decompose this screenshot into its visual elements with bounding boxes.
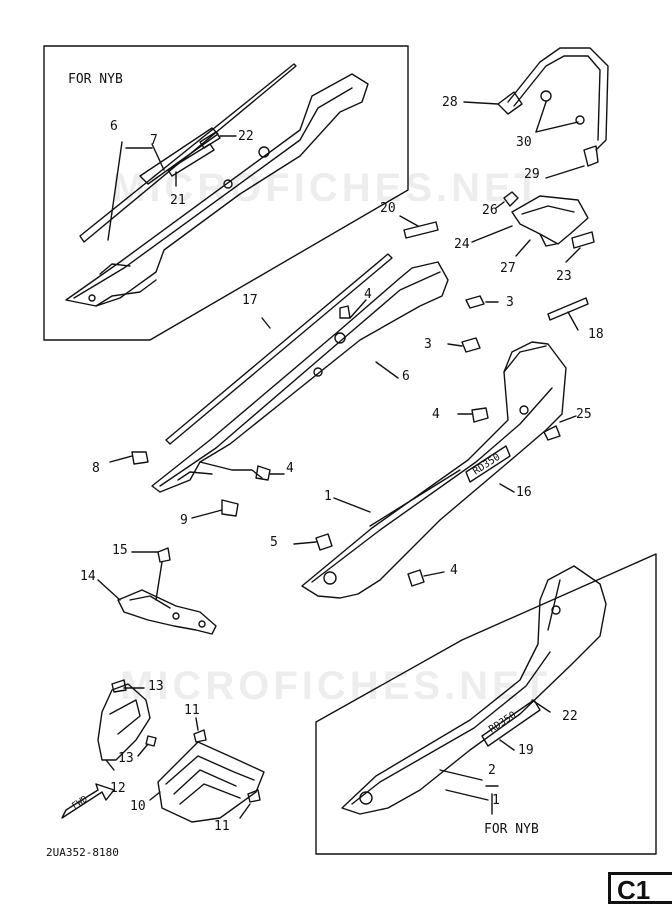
bracket-14 — [117, 589, 217, 635]
stripe-17 — [165, 253, 393, 445]
inset-bottom-title: FOR NYB — [484, 822, 539, 837]
callout-inset-2: 2 — [488, 763, 496, 778]
inset-top-side-cover — [65, 73, 369, 307]
callout-24: 24 — [454, 237, 470, 252]
inset-box-top — [43, 45, 409, 341]
grab-rail — [497, 47, 609, 167]
inset-top-title: FOR NYB — [68, 72, 123, 87]
callout-4a: 4 — [364, 287, 372, 302]
bolt-23 — [571, 231, 595, 249]
callout-inset-6: 6 — [110, 119, 118, 134]
leader-inset-7 — [151, 143, 165, 171]
callout-8: 8 — [92, 461, 100, 476]
callout-12: 12 — [110, 781, 126, 796]
callout-13b: 13 — [118, 751, 134, 766]
tail-piece — [511, 195, 589, 247]
callout-20: 20 — [380, 201, 396, 216]
callout-27: 27 — [500, 261, 516, 276]
leader-inset-6 — [107, 141, 123, 241]
callout-14: 14 — [80, 569, 96, 584]
stripe-6-inset — [79, 63, 297, 243]
cover-10 — [157, 741, 265, 823]
callout-19: 19 — [518, 743, 534, 758]
inset-box-bottom — [315, 553, 657, 855]
callout-28: 28 — [442, 95, 458, 110]
callout-29: 29 — [524, 167, 540, 182]
watermark-bottom: MICROFICHES.NET — [120, 664, 552, 708]
callout-inset-7: 7 — [150, 133, 158, 148]
callout-4b: 4 — [432, 407, 440, 422]
callout-26: 26 — [482, 203, 498, 218]
callout-30: 30 — [516, 135, 532, 150]
callout-1: 1 — [324, 489, 332, 504]
callout-9: 9 — [180, 513, 188, 528]
callout-inset-1: 1 — [492, 793, 500, 808]
drawing-number: 2UA352-8180 — [46, 846, 119, 859]
callout-3b: 3 — [424, 337, 432, 352]
cover-12 — [97, 683, 151, 761]
callout-inset-21: 21 — [170, 193, 186, 208]
callout-18: 18 — [588, 327, 604, 342]
callout-11b: 11 — [214, 819, 230, 834]
callout-10: 10 — [130, 799, 146, 814]
callout-5: 5 — [270, 535, 278, 550]
callout-15: 15 — [112, 543, 128, 558]
stripe-21-inset — [167, 143, 215, 177]
callout-13a: 13 — [148, 679, 164, 694]
stripe-22-inset — [199, 131, 221, 149]
callout-23: 23 — [556, 269, 572, 284]
fwd-arrow — [61, 783, 115, 819]
decal-rd350-inset — [481, 699, 541, 747]
callout-3a: 3 — [506, 295, 514, 310]
side-cover-1 — [301, 341, 567, 599]
callout-25: 25 — [576, 407, 592, 422]
callout-4d: 4 — [450, 563, 458, 578]
callout-17: 17 — [242, 293, 258, 308]
callout-inset-22: 22 — [238, 129, 254, 144]
strip-20 — [403, 221, 439, 239]
decal-rd350-main — [465, 445, 511, 483]
callout-inset-22b: 22 — [562, 709, 578, 724]
callout-11a: 11 — [184, 703, 200, 718]
page-tag: C1 — [608, 872, 672, 904]
callout-16: 16 — [516, 485, 532, 500]
callout-4c: 4 — [286, 461, 294, 476]
strip-18 — [547, 297, 589, 321]
inset-bottom-side-cover — [341, 565, 607, 815]
callout-6: 6 — [402, 369, 410, 384]
watermark-top: MICROFICHES.NET — [112, 166, 544, 210]
